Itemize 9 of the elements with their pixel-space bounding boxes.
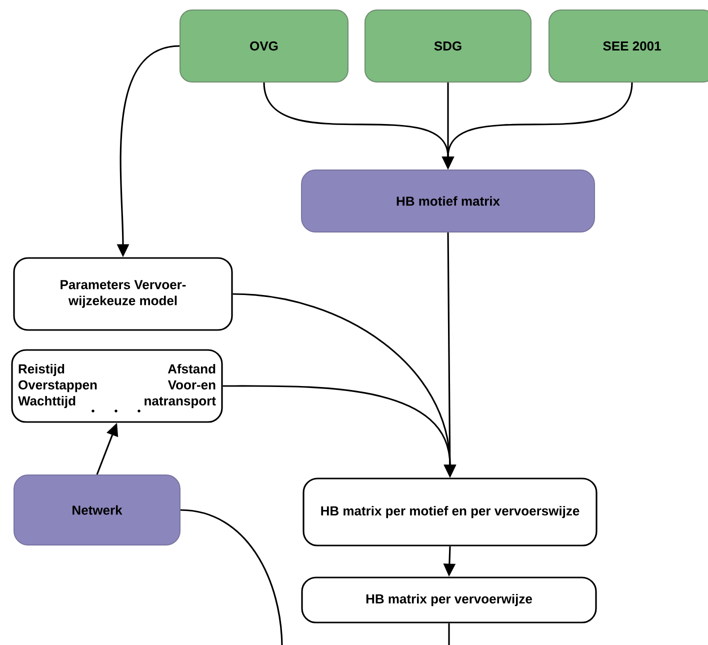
process-box: HB matrix per motief en per vervoerswijze [302, 478, 598, 546]
matrix-box: HB motief matrix [301, 170, 595, 232]
source-box: SEE 2001 [548, 10, 708, 82]
process-box: Parameters Vervoer- wijzekeuze model [13, 257, 233, 331]
source-box: OVG [180, 10, 348, 82]
input-box: Reistijd Overstappen Wachttijd Afstand Voor-en natransport [11, 349, 223, 423]
network-box: Netwerk [14, 474, 180, 546]
process-box: HB matrix per vervoerwijze [301, 576, 597, 624]
source-box: SDG [364, 10, 532, 82]
